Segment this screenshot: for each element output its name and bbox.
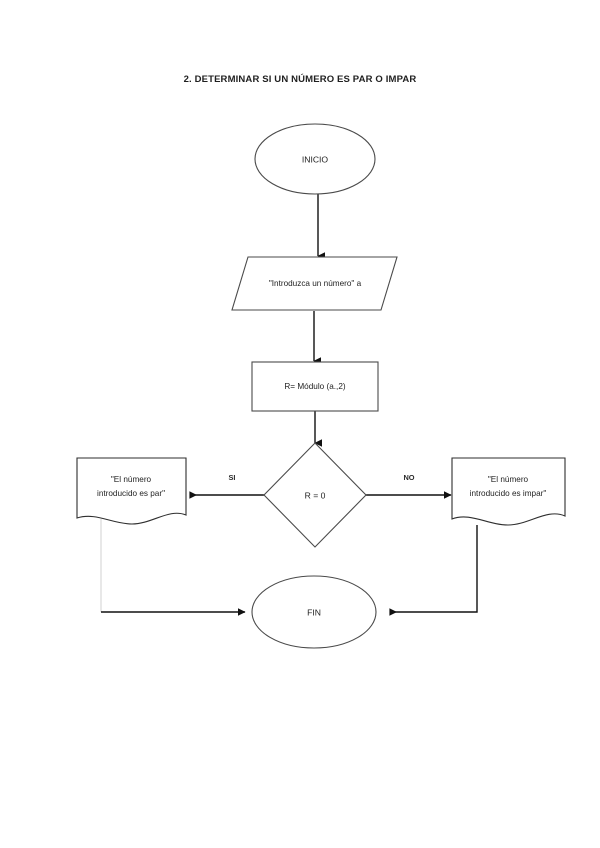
node-process-shape[interactable] bbox=[251, 361, 379, 412]
node-end-label: FIN bbox=[307, 607, 321, 617]
node-output-odd[interactable]: "El número introducido es impar" bbox=[451, 457, 566, 526]
node-decision-label: R = 0 bbox=[305, 490, 326, 500]
page-title: 2. DETERMINAR SI UN NÚMERO ES PAR O IMPA… bbox=[183, 74, 417, 85]
node-output-even-label-line1: "El número bbox=[111, 475, 152, 484]
node-output-odd-label-line1: "El número bbox=[488, 475, 529, 484]
node-output-odd-label-line2: introducido es impar" bbox=[470, 489, 547, 498]
node-output-even-shape[interactable] bbox=[76, 457, 187, 525]
node-start-shape[interactable] bbox=[254, 123, 376, 195]
node-end[interactable]: FIN bbox=[251, 575, 377, 649]
edge-decision-to-odd: NO bbox=[364, 473, 452, 499]
node-start[interactable]: INICIO bbox=[254, 123, 376, 195]
node-decision[interactable]: R = 0 bbox=[263, 442, 367, 548]
node-start-label: INICIO bbox=[302, 154, 329, 164]
node-output-even-label-line2: introducido es par" bbox=[97, 489, 165, 498]
edge-even-to-end bbox=[100, 519, 246, 616]
node-process-label: R= Módulo (a.,2) bbox=[284, 382, 345, 391]
node-end-shape[interactable] bbox=[251, 575, 377, 649]
node-input-shape[interactable] bbox=[231, 256, 398, 311]
node-process[interactable]: R= Módulo (a.,2) bbox=[251, 361, 379, 412]
edge-label-no: NO bbox=[403, 473, 414, 482]
edge-odd-to-end bbox=[389, 525, 478, 616]
node-input-label: "Introduzca un número" a bbox=[269, 279, 362, 288]
edge-label-si: SI bbox=[229, 473, 236, 482]
edge-odd-to-end-path bbox=[389, 525, 478, 616]
node-input[interactable]: "Introduzca un número" a bbox=[231, 256, 398, 311]
node-output-odd-shape[interactable] bbox=[451, 457, 566, 526]
node-output-even[interactable]: "El número introducido es par" bbox=[76, 457, 187, 525]
edge-decision-to-even: SI bbox=[189, 473, 266, 499]
node-decision-shape[interactable] bbox=[263, 442, 367, 548]
